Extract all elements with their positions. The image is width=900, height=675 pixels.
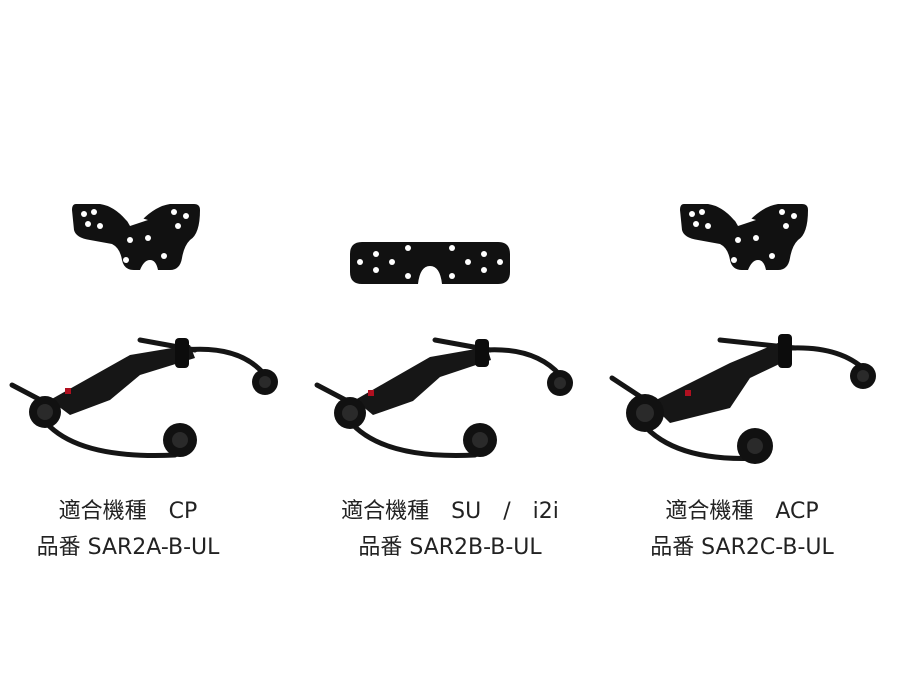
arm-assembly-image-3 bbox=[609, 334, 876, 464]
part-number-label-3: 品番 SAR2C-B-UL bbox=[650, 535, 834, 560]
mounting-plate-image-1 bbox=[72, 204, 200, 270]
arm-assembly-image-1 bbox=[9, 337, 278, 458]
compatible-model-label-2: 適合機種 SU / i2i bbox=[341, 499, 559, 524]
part-number-label-2: 品番 SAR2B-B-UL bbox=[358, 535, 542, 560]
mounting-plate-image-3 bbox=[680, 204, 808, 270]
part-number-label-1: 品番 SAR2A-B-UL bbox=[36, 535, 220, 560]
arm-assembly-image-2 bbox=[314, 337, 573, 458]
mounting-plate-image-2 bbox=[350, 242, 510, 284]
compatible-model-label-3: 適合機種 ACP bbox=[665, 499, 819, 524]
compatible-model-label-1: 適合機種 CP bbox=[58, 499, 198, 524]
